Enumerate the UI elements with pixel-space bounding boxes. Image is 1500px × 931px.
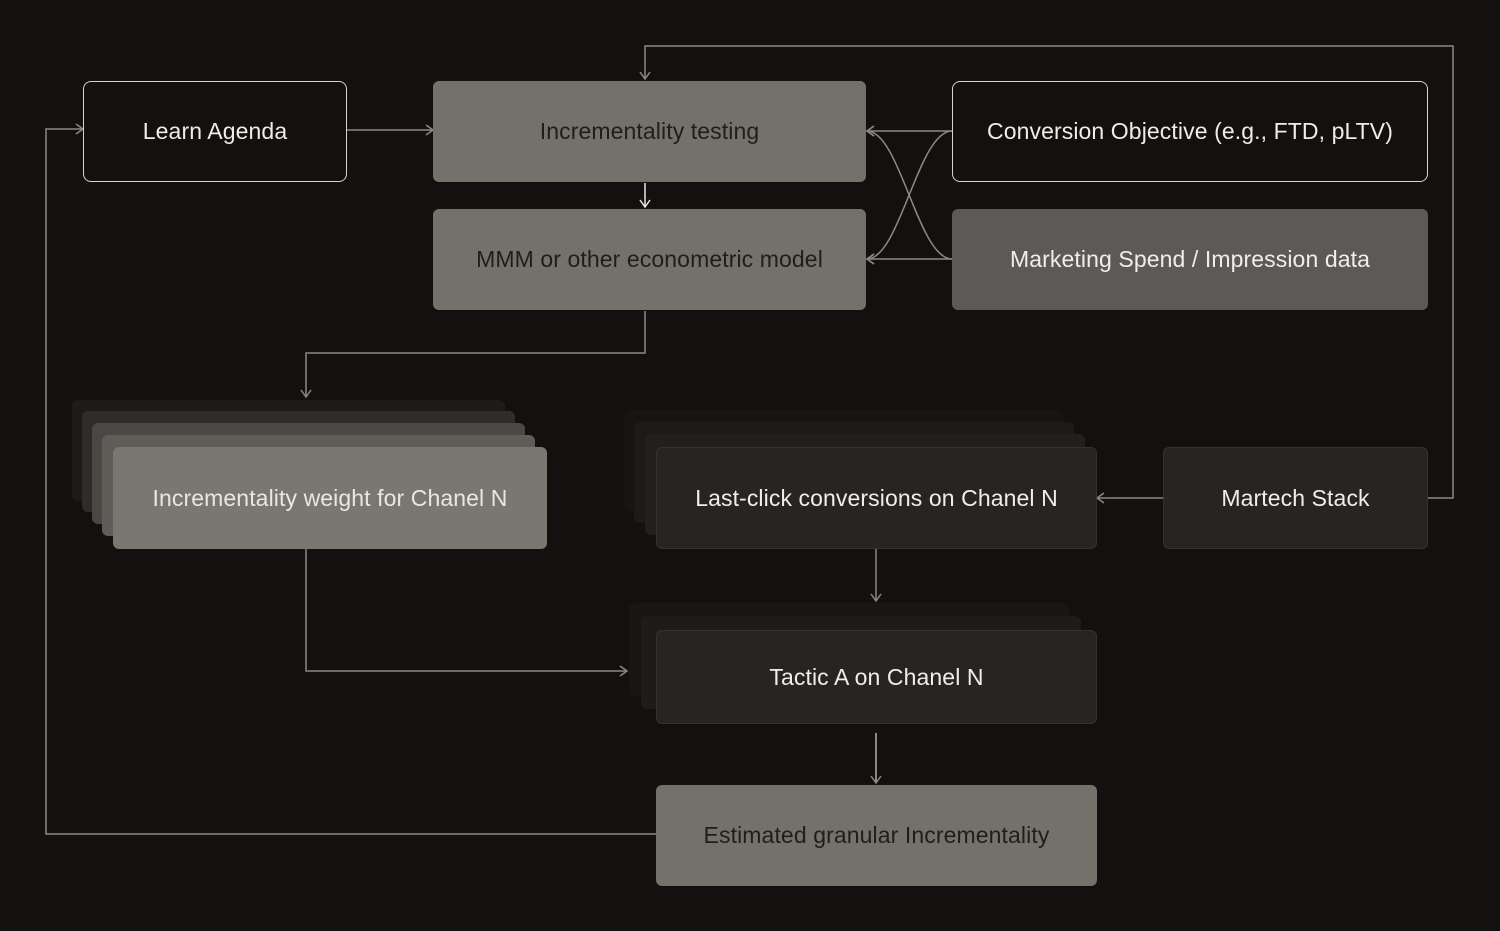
edge-mmm-to-weight	[300, 311, 646, 399]
tactic-a-node: Tactic A on Chanel N	[656, 630, 1097, 724]
mmm-model-label: MMM or other econometric model	[476, 246, 823, 272]
learn-agenda-node: Learn Agenda	[83, 81, 347, 182]
incrementality-weight-node: Incrementality weight for Chanel N	[113, 447, 547, 549]
marketing-spend-node: Marketing Spend / Impression data	[952, 209, 1428, 310]
estimated-incrementality-label: Estimated granular Incrementality	[703, 822, 1050, 848]
martech-stack-label: Martech Stack	[1221, 484, 1370, 511]
incrementality-weight-label: Incrementality weight for Chanel N	[152, 484, 508, 511]
incrementality-testing-node: Incrementality testing	[433, 81, 866, 182]
last-click-conversions-node: Last-click conversions on Chanel N	[656, 447, 1097, 549]
marketing-spend-label: Marketing Spend / Impression data	[1010, 246, 1370, 272]
last-click-conversions-label: Last-click conversions on Chanel N	[695, 484, 1058, 511]
edge-martech-to-testing	[639, 45, 1454, 499]
edge-spend-to-testing	[865, 125, 953, 260]
conversion-objective-node: Conversion Objective (e.g., FTD, pLTV)	[952, 81, 1428, 182]
martech-stack-node: Martech Stack	[1163, 447, 1428, 549]
edge-weight-to-tactic	[305, 549, 629, 677]
conversion-objective-label: Conversion Objective (e.g., FTD, pLTV)	[986, 118, 1393, 144]
incrementality-testing-label: Incrementality testing	[539, 118, 760, 144]
mmm-model-node: MMM or other econometric model	[433, 209, 866, 310]
edge-estimated-to-learn	[45, 123, 656, 835]
estimated-incrementality-node: Estimated granular Incrementality	[656, 785, 1097, 886]
learn-agenda-label: Learn Agenda	[142, 118, 288, 144]
tactic-a-label: Tactic A on Chanel N	[769, 663, 984, 690]
